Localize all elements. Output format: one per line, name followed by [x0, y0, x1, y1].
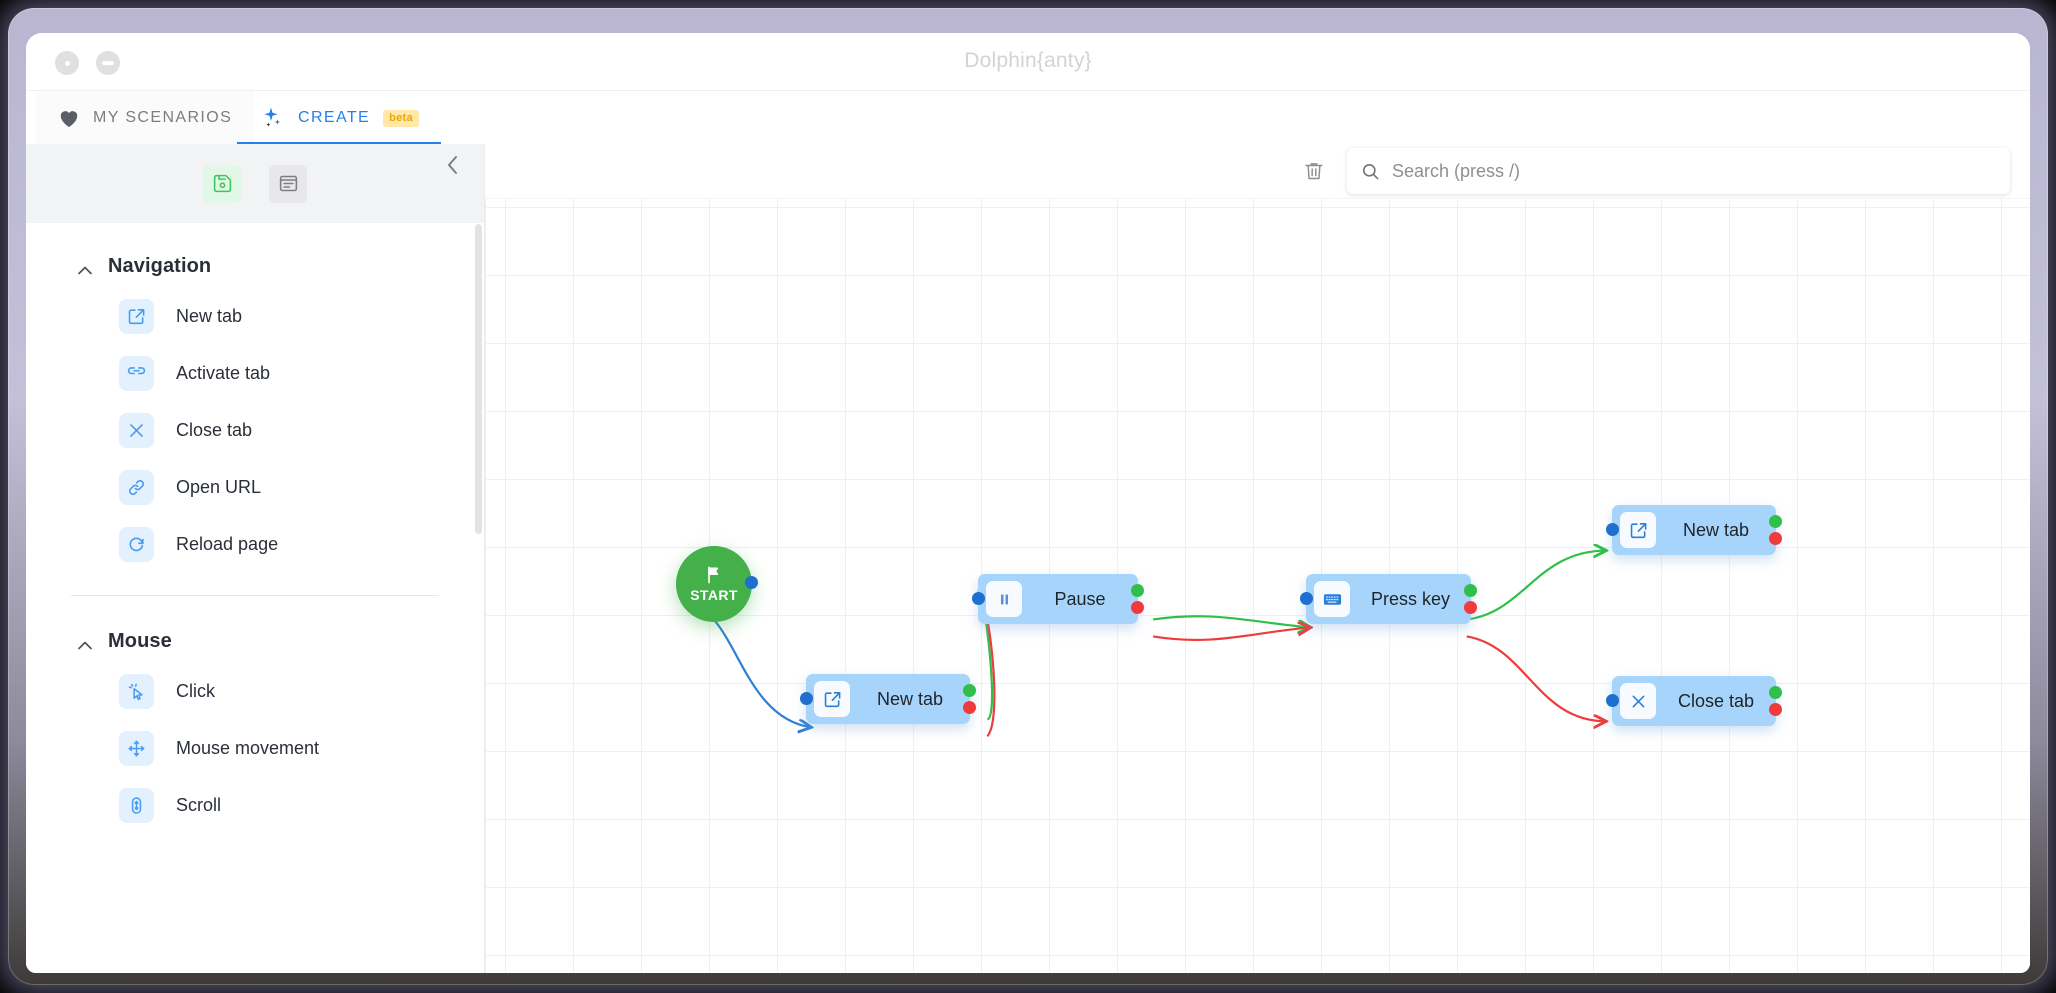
node-error-port[interactable] [1769, 703, 1782, 716]
search-icon [1361, 162, 1380, 181]
external-link-icon [1620, 512, 1656, 548]
node-close-tab[interactable]: Close tab [1606, 676, 1782, 726]
group-mouse: Mouse Click [26, 606, 484, 844]
node-error-port[interactable] [1131, 601, 1144, 614]
cursor-click-icon [119, 674, 154, 709]
node-label: Pause [1054, 588, 1106, 609]
heart-icon [58, 108, 80, 128]
action-label: New tab [176, 306, 243, 326]
tab-create-label: CREATE [298, 109, 371, 126]
keyboard-icon [1314, 581, 1350, 617]
node-success-port[interactable] [1131, 584, 1144, 597]
group-navigation: Navigation New tab [26, 231, 484, 606]
node-label: Close tab [1677, 690, 1755, 711]
beta-badge: beta [383, 109, 419, 127]
pause-icon [986, 581, 1022, 617]
window-close-button[interactable] [55, 51, 79, 75]
app-window: Dolphin{anty} MY SCENARIOS CREATE beta [26, 33, 2030, 973]
chain-link-icon [119, 470, 154, 505]
node-new-tab-2[interactable]: New tab [1606, 505, 1782, 555]
node-error-port[interactable] [963, 701, 976, 714]
action-item-open-url[interactable]: Open URL [26, 459, 484, 516]
node-in-port[interactable] [1606, 694, 1619, 707]
group-navigation-title: Navigation [108, 255, 212, 277]
tab-my-scenarios[interactable]: MY SCENARIOS [36, 91, 255, 145]
node-label: Press key [1370, 588, 1451, 609]
search-input[interactable] [1392, 160, 1996, 182]
scenario-canvas: START New tab [485, 144, 2030, 973]
node-error-port[interactable] [1769, 532, 1782, 545]
external-link-icon [119, 299, 154, 334]
chevron-left-icon[interactable] [440, 152, 466, 178]
group-navigation-header[interactable]: Navigation [26, 231, 484, 288]
note-document-icon[interactable] [269, 164, 307, 203]
action-item-activate-tab[interactable]: Activate tab [26, 345, 484, 402]
action-item-reload-page[interactable]: Reload page [26, 516, 484, 573]
action-label: Mouse movement [176, 738, 320, 758]
scroll-wheel-icon [119, 788, 154, 823]
action-item-new-tab[interactable]: New tab [26, 288, 484, 345]
sidebar-scroll-area: Navigation New tab [26, 223, 484, 973]
app-body: Navigation New tab [26, 144, 2030, 973]
action-item-click[interactable]: Click [26, 663, 484, 720]
node-error-port[interactable] [1464, 601, 1477, 614]
tab-bar: MY SCENARIOS CREATE beta [26, 90, 2030, 145]
node-in-port[interactable] [800, 692, 813, 705]
group-mouse-title: Mouse [108, 630, 172, 652]
title-bar: Dolphin{anty} [26, 33, 2030, 90]
canvas-grid[interactable]: START New tab [485, 198, 2030, 973]
reload-icon [119, 527, 154, 562]
action-label: Open URL [176, 477, 262, 497]
node-in-port[interactable] [1606, 523, 1619, 536]
tab-create[interactable]: CREATE beta [237, 91, 441, 145]
trash-icon[interactable] [1299, 156, 1329, 186]
action-label: Reload page [176, 534, 279, 554]
search-box[interactable] [1347, 148, 2010, 194]
action-label: Click [176, 681, 215, 701]
sidebar-scrollbar[interactable] [475, 224, 482, 534]
node-new-tab-1[interactable]: New tab [800, 674, 976, 724]
link-dash-icon [119, 356, 154, 391]
action-item-close-tab[interactable]: Close tab [26, 402, 484, 459]
node-success-port[interactable] [1769, 686, 1782, 699]
node-label: New tab [876, 688, 944, 709]
tab-my-scenarios-label: MY SCENARIOS [93, 109, 233, 126]
node-in-port[interactable] [1300, 592, 1313, 605]
node-start[interactable]: START [676, 546, 758, 622]
node-success-port[interactable] [963, 684, 976, 697]
action-label: Close tab [176, 420, 253, 440]
app-title: Dolphin{anty} [964, 49, 1092, 72]
action-label: Scroll [176, 795, 222, 815]
node-in-port[interactable] [972, 592, 985, 605]
group-divider [71, 595, 439, 596]
node-label: New tab [1682, 519, 1750, 540]
action-item-scroll[interactable]: Scroll [26, 777, 484, 834]
close-x-icon [119, 413, 154, 448]
group-mouse-header[interactable]: Mouse [26, 606, 484, 663]
external-link-icon [814, 681, 850, 717]
minus-icon [102, 61, 114, 65]
node-success-port[interactable] [1769, 515, 1782, 528]
node-pause[interactable]: Pause [972, 574, 1144, 624]
close-x-icon [1620, 683, 1656, 719]
save-disk-icon[interactable] [203, 164, 241, 203]
magic-sparkle-icon [259, 105, 285, 131]
node-start-label: START [690, 587, 738, 603]
node-start-out-port[interactable] [745, 576, 758, 589]
move-arrows-icon [119, 731, 154, 766]
flag-icon [703, 565, 725, 585]
dot-icon [64, 60, 70, 66]
action-item-mouse-movement[interactable]: Mouse movement [26, 720, 484, 777]
canvas-toolbar [485, 144, 2030, 198]
window-minimize-button[interactable] [96, 51, 120, 75]
actions-sidebar: Navigation New tab [26, 144, 485, 973]
chevron-up-icon [78, 262, 92, 275]
action-label: Activate tab [176, 363, 271, 383]
chevron-up-icon [78, 637, 92, 650]
node-success-port[interactable] [1464, 584, 1477, 597]
sidebar-toolbar [26, 144, 484, 223]
node-press-key[interactable]: Press key [1300, 574, 1477, 624]
